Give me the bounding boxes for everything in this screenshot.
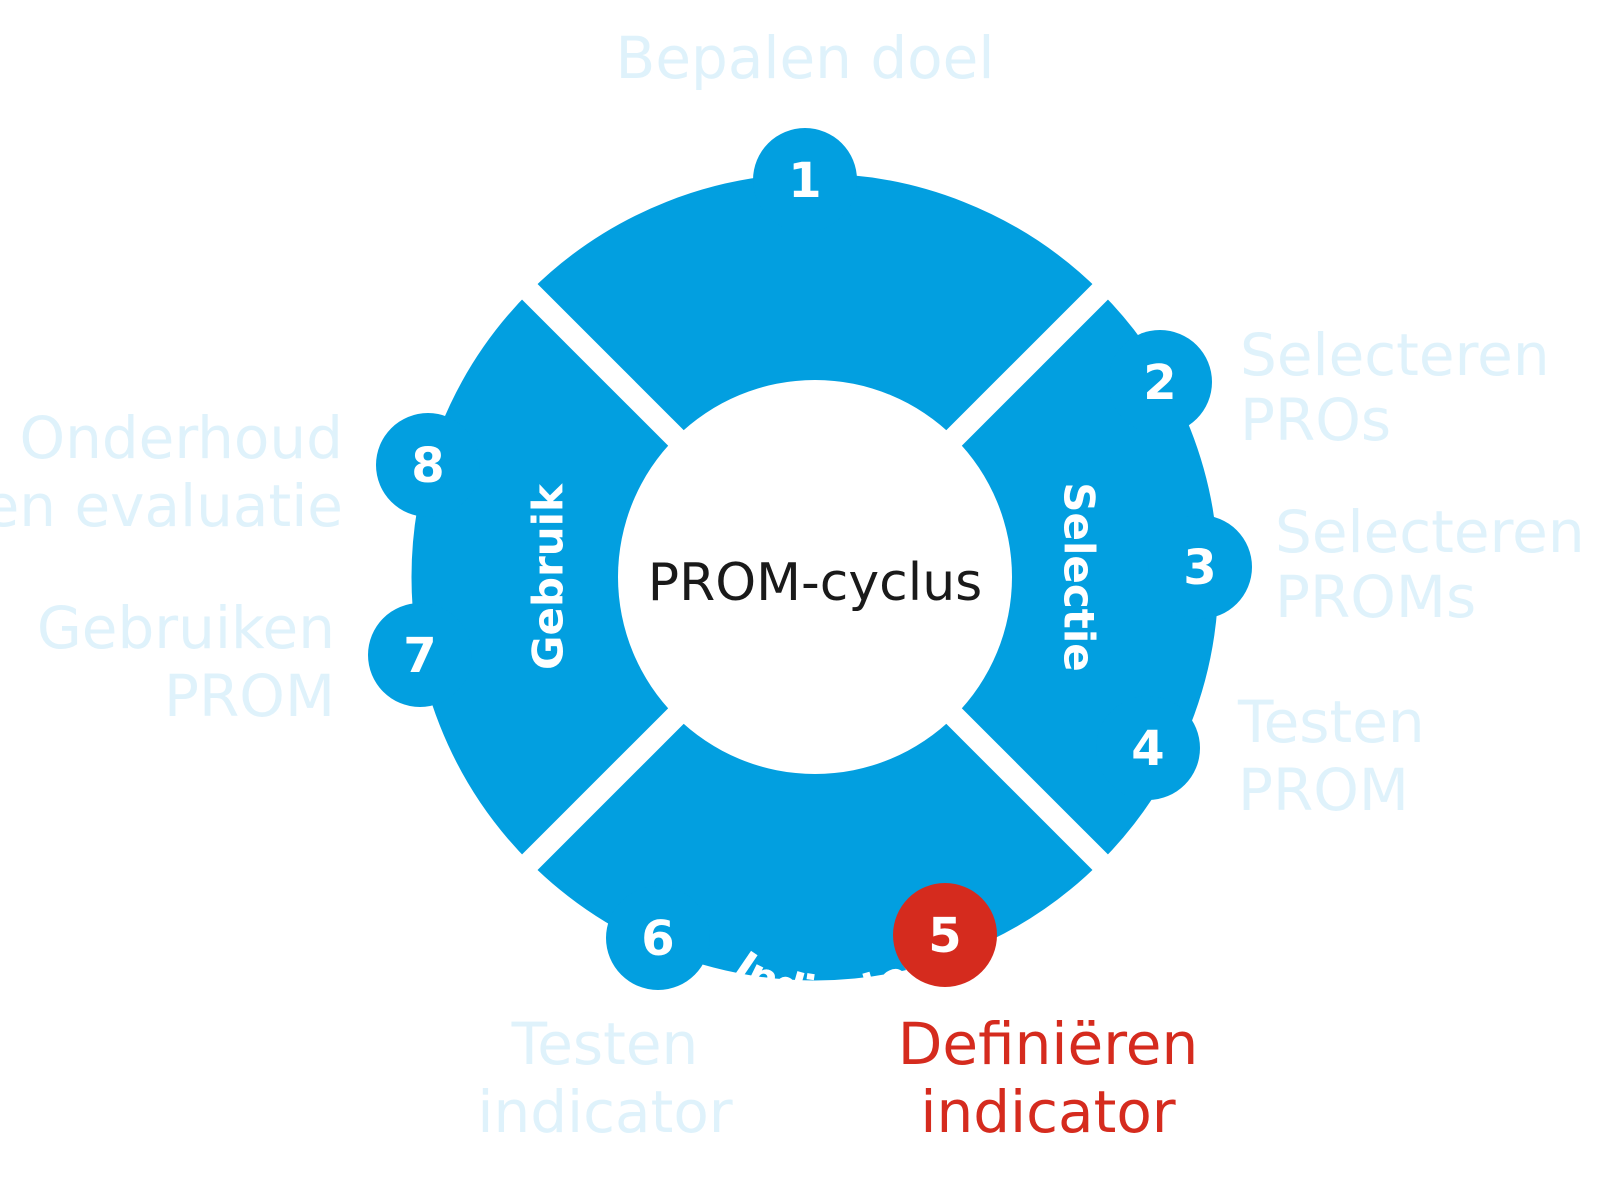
step-1-label: Bepalen doel bbox=[616, 24, 995, 92]
step-6-label-line: Testen bbox=[511, 1010, 699, 1078]
step-4-marker: 4 bbox=[1096, 696, 1200, 800]
step-3-label-line: Selecteren bbox=[1275, 498, 1585, 566]
step-6-label-line: indicator bbox=[477, 1078, 732, 1146]
step-3-number: 3 bbox=[1183, 540, 1216, 596]
step-1-number: 1 bbox=[788, 153, 821, 209]
step-8-marker: 8 bbox=[376, 413, 480, 517]
step-4-label-line: Testen bbox=[1237, 688, 1425, 756]
step-8-number: 8 bbox=[411, 438, 444, 494]
step-7-number: 7 bbox=[403, 628, 436, 684]
step-1-label-line: Bepalen doel bbox=[616, 24, 995, 92]
step-1-marker: 1 bbox=[753, 128, 857, 232]
step-5-number: 5 bbox=[928, 908, 961, 964]
step-3-marker: 3 bbox=[1148, 515, 1252, 619]
step-8-label-line: en evaluatie bbox=[0, 472, 343, 540]
center-label: PROM-cyclus bbox=[648, 553, 983, 613]
step-5-label-line: indicator bbox=[920, 1078, 1175, 1146]
step-7-label-line: Gebruiken bbox=[37, 594, 335, 662]
step-2-circle bbox=[1108, 330, 1212, 434]
step-7-circle bbox=[368, 603, 472, 707]
step-5-marker: 5 bbox=[893, 883, 997, 987]
step-8-circle bbox=[376, 413, 480, 517]
step-2-number: 2 bbox=[1143, 355, 1176, 411]
step-6-marker: 6 bbox=[606, 886, 710, 990]
step-2-marker: 2 bbox=[1108, 330, 1212, 434]
step-2-label-line: PROs bbox=[1240, 386, 1391, 454]
step-6-number: 6 bbox=[641, 911, 674, 967]
step-4-label-line: PROM bbox=[1238, 756, 1409, 824]
step-6-circle bbox=[606, 886, 710, 990]
step-3-label-line: PROMs bbox=[1275, 563, 1476, 631]
step-3-circle bbox=[1148, 515, 1252, 619]
center-disk bbox=[618, 380, 1012, 774]
step-7-marker: 7 bbox=[368, 603, 472, 707]
step-5-label-line: Definiëren bbox=[898, 1010, 1198, 1078]
step-1-circle bbox=[753, 128, 857, 232]
step-4-number: 4 bbox=[1131, 721, 1164, 777]
phase-label-gebruik: Gebruik bbox=[524, 483, 573, 670]
phase-label-selectie: Selectie bbox=[1055, 482, 1104, 671]
step-7-label-line: PROM bbox=[164, 662, 335, 730]
step-2-label-line: Selecteren bbox=[1240, 321, 1550, 389]
step-4-circle bbox=[1096, 696, 1200, 800]
step-8-label-line: Onderhoud bbox=[19, 404, 343, 472]
step-5-circle bbox=[893, 883, 997, 987]
phase-band bbox=[415, 177, 1215, 977]
